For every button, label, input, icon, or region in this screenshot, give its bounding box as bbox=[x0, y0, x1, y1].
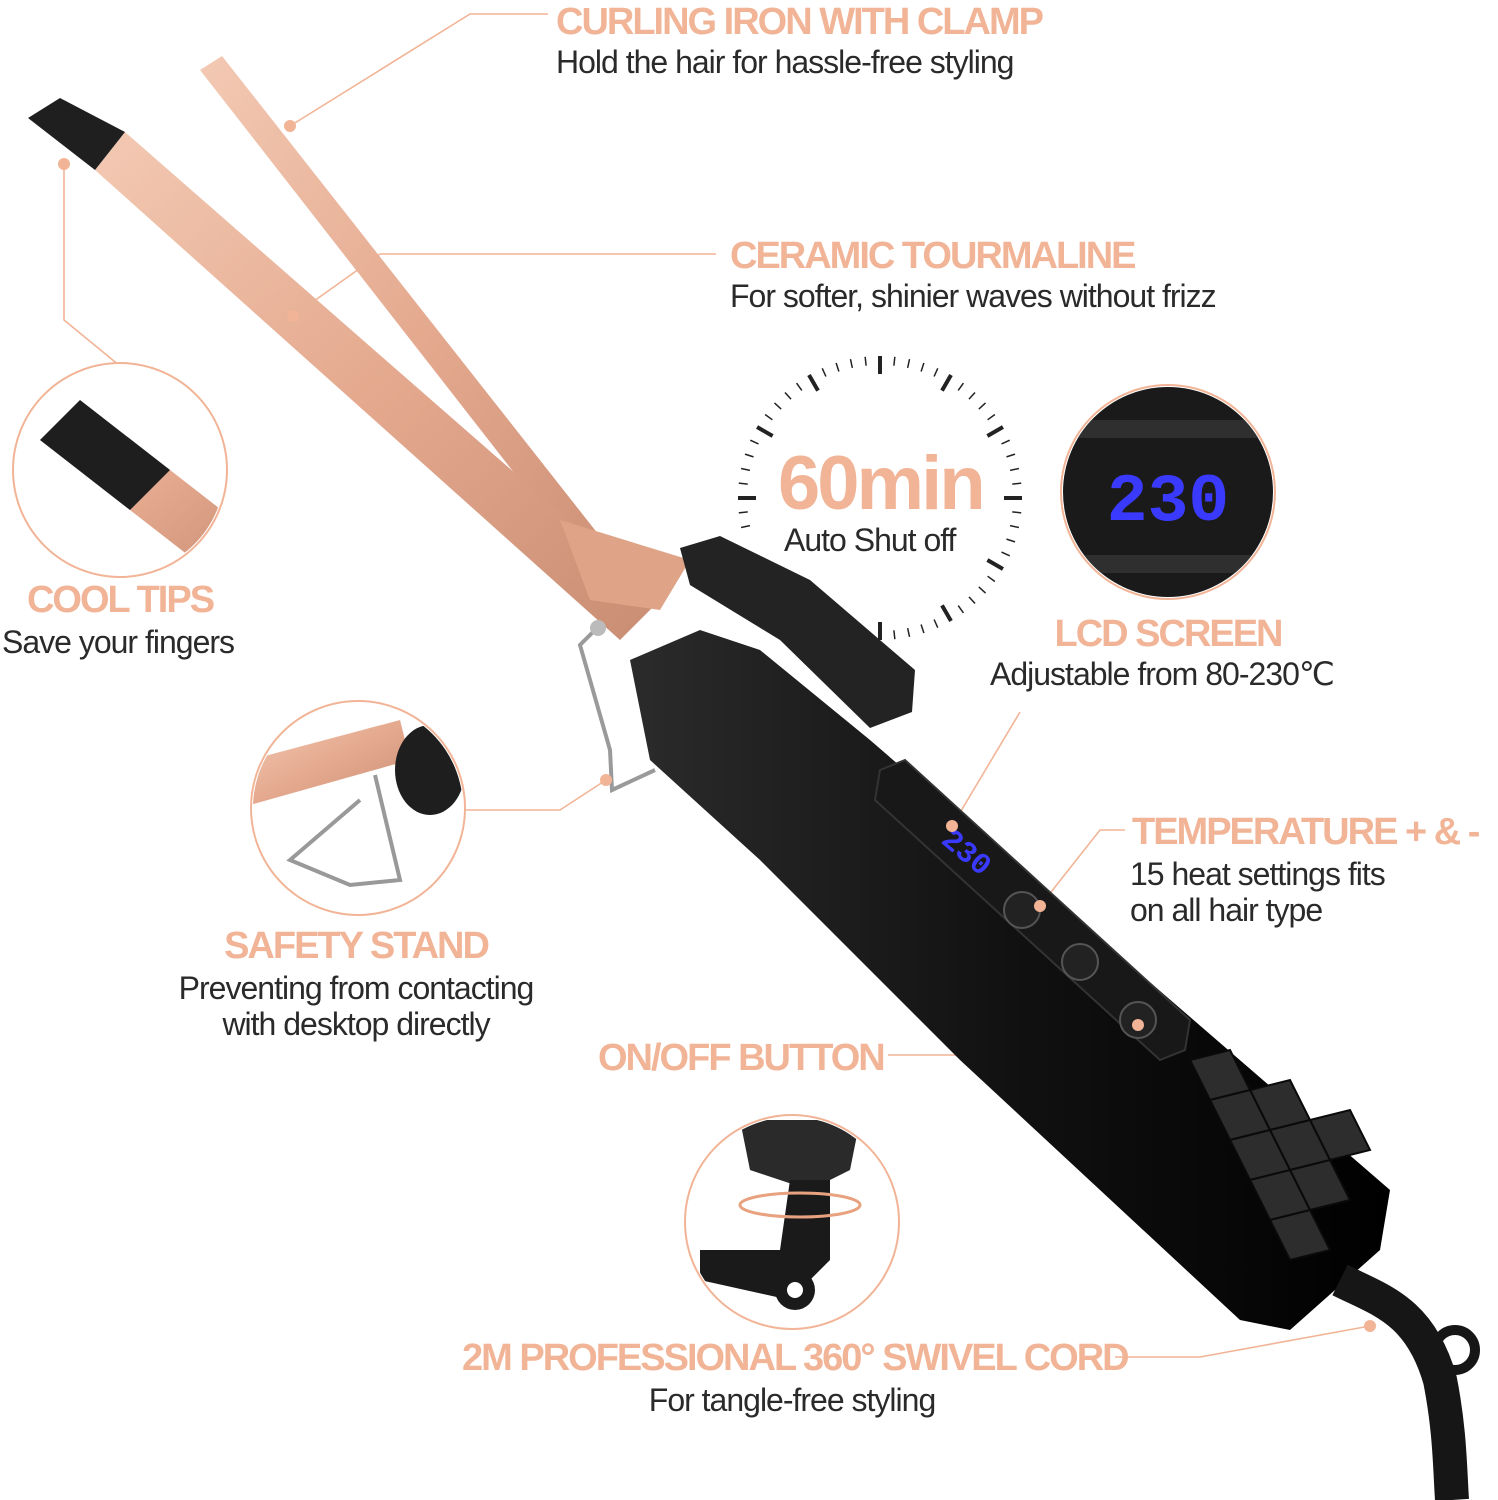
dial-tick bbox=[738, 511, 748, 514]
cool-tip-detail bbox=[12, 362, 228, 578]
dial-tick bbox=[1006, 453, 1016, 458]
leader-dots bbox=[58, 120, 1376, 1332]
dial-tick bbox=[1012, 482, 1022, 485]
lcd-detail: 230 bbox=[1060, 384, 1276, 600]
stand-detail bbox=[250, 700, 466, 916]
dial-tick bbox=[906, 358, 911, 369]
swivel-detail bbox=[684, 1114, 900, 1330]
ceramic-desc: For softer, shinier waves without frizz bbox=[730, 278, 1217, 314]
stand-desc-2: with desktop directly bbox=[222, 1006, 490, 1042]
dial-tick bbox=[1001, 551, 1011, 557]
dial-tick bbox=[987, 575, 996, 583]
clamp-title: CURLING IRON WITH CLAMP bbox=[556, 1, 1044, 43]
dial-tick bbox=[740, 524, 751, 529]
dial-tick bbox=[906, 627, 911, 638]
dial-tick bbox=[1009, 467, 1020, 472]
cord-title: 2M PROFESSIONAL 360° SWIVEL CORD bbox=[462, 1337, 1130, 1379]
autoshutoff-desc: Auto Shut off bbox=[784, 522, 956, 558]
dial-tick bbox=[968, 596, 976, 605]
dial-tick bbox=[744, 453, 754, 458]
dial-tick bbox=[968, 391, 976, 400]
dial-tick bbox=[1001, 439, 1011, 445]
dial-tick bbox=[864, 356, 867, 366]
cooltips-desc: Save your fingers bbox=[2, 624, 235, 660]
dial-tick bbox=[1006, 538, 1016, 543]
handle bbox=[630, 630, 1390, 1330]
dial-tick bbox=[835, 362, 840, 372]
lcd-title: LCD SCREEN bbox=[1054, 613, 1283, 655]
dial-tick bbox=[749, 439, 759, 445]
dial-tick bbox=[807, 374, 820, 392]
ceramic-title: CERAMIC TOURMALINE bbox=[730, 235, 1137, 277]
dial-tick bbox=[764, 413, 773, 421]
clamp-lever bbox=[680, 536, 915, 728]
temperature-title: TEMPERATURE + & - bbox=[1132, 811, 1480, 853]
timer-dial-icon bbox=[738, 356, 1022, 640]
diamond-grip bbox=[1188, 1048, 1372, 1262]
barrel bbox=[28, 98, 690, 640]
dial-tick bbox=[773, 402, 782, 410]
cooltips-title: COOL TIPS bbox=[26, 579, 215, 621]
swivel-cord bbox=[1332, 1264, 1469, 1500]
temperature-desc-2: on all hair type bbox=[1130, 892, 1323, 928]
dial-tick bbox=[978, 402, 987, 410]
dial-tick bbox=[920, 362, 925, 372]
temperature-desc-1: 15 heat settings fits bbox=[1130, 856, 1386, 892]
stand-wire bbox=[577, 623, 656, 794]
dial-tick bbox=[1012, 511, 1022, 514]
dial-tick bbox=[821, 367, 827, 377]
dial-tick bbox=[893, 630, 896, 640]
dial-tick bbox=[933, 367, 939, 377]
dial-tick bbox=[957, 605, 965, 614]
dial-tick bbox=[957, 382, 965, 391]
dial-tick bbox=[740, 467, 751, 472]
dial-tick bbox=[940, 604, 953, 622]
dial-tick bbox=[1009, 524, 1020, 529]
dial-tick bbox=[978, 586, 987, 594]
dial-tick bbox=[738, 482, 748, 485]
stand-desc-1: Preventing from contacting bbox=[178, 970, 535, 1006]
dial-tick bbox=[849, 358, 854, 369]
dial-tick bbox=[784, 391, 792, 400]
autoshutoff-value: 60min bbox=[778, 441, 986, 526]
lcd-detail-reading: 230 bbox=[1107, 464, 1229, 541]
dial-tick bbox=[940, 374, 953, 392]
power-title: ON/OFF BUTTON bbox=[598, 1037, 886, 1079]
minus-button[interactable] bbox=[1061, 943, 1099, 981]
clamp-rod bbox=[200, 56, 650, 615]
dial-tick bbox=[986, 425, 1004, 438]
cord-desc: For tangle-free styling bbox=[648, 1382, 936, 1418]
dial-tick bbox=[987, 413, 996, 421]
cool-tip bbox=[28, 98, 125, 170]
plus-button[interactable] bbox=[1003, 891, 1041, 929]
dial-tick bbox=[986, 558, 1004, 571]
clamp-desc: Hold the hair for hassle-free styling bbox=[556, 44, 1014, 80]
lcd-desc: Adjustable from 80-230℃ bbox=[990, 656, 1335, 692]
dial-tick bbox=[933, 619, 939, 629]
dial-tick bbox=[795, 382, 803, 391]
dial-tick bbox=[893, 356, 896, 366]
dial-tick bbox=[756, 425, 774, 438]
dial-tick bbox=[920, 624, 925, 634]
stand-title: SAFETY STAND bbox=[224, 925, 490, 967]
